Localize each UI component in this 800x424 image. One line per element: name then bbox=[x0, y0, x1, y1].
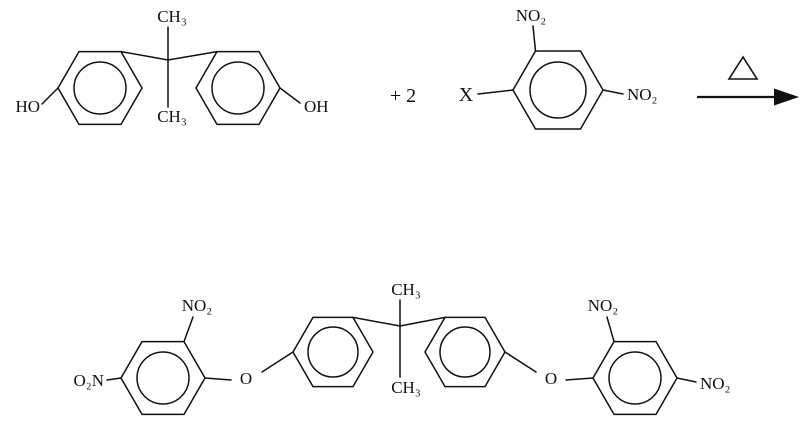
benzene-hexagon bbox=[512, 50, 604, 130]
methyl-label-top: CH₃ bbox=[391, 280, 421, 299]
nitro-label-left-top: NO₂ bbox=[182, 296, 212, 315]
bond bbox=[352, 316, 401, 327]
aromatic-circle bbox=[608, 351, 662, 405]
nitro-label-right-para: NO₂ bbox=[700, 374, 730, 393]
nitro-label-para: NO₂ bbox=[627, 85, 657, 104]
ether-oxygen-left: O bbox=[240, 369, 252, 388]
bond bbox=[676, 377, 697, 383]
bond bbox=[106, 377, 122, 381]
nitro-label-left-para: O₂N bbox=[74, 371, 104, 390]
ether-oxygen-right: O bbox=[545, 369, 557, 388]
bond bbox=[399, 316, 446, 327]
product-structure: NO₂ O₂N O CH₃ CH₃ O bbox=[74, 280, 730, 416]
bond bbox=[477, 89, 514, 95]
bond bbox=[204, 377, 232, 381]
hydroxyl-label-right: OH bbox=[304, 97, 329, 116]
benzene-hexagon bbox=[592, 340, 678, 416]
leaving-group-label: X bbox=[459, 84, 474, 106]
bond bbox=[532, 25, 537, 52]
bond bbox=[602, 89, 624, 95]
methyl-label-bottom: CH₃ bbox=[157, 107, 187, 126]
bond bbox=[565, 377, 594, 381]
bond bbox=[279, 87, 301, 104]
reactant-bisphenol-a: CH₃ CH₃ HO OH bbox=[15, 7, 328, 126]
aromatic-circle bbox=[439, 326, 491, 378]
nitro-label-right-top: NO₂ bbox=[588, 296, 618, 315]
reactant-dinitrobenzene: X NO₂ NO₂ bbox=[459, 6, 657, 130]
delta-heat-icon bbox=[727, 55, 759, 80]
bond bbox=[261, 351, 294, 373]
bond bbox=[504, 351, 537, 373]
aromatic-circle bbox=[307, 326, 359, 378]
stoichiometry-label: + 2 bbox=[390, 85, 416, 107]
aromatic-circle bbox=[136, 351, 190, 405]
bond bbox=[167, 50, 218, 61]
bond bbox=[41, 87, 59, 105]
methyl-label-top: CH₃ bbox=[157, 7, 187, 26]
aromatic-circle bbox=[73, 61, 127, 115]
arrow-head bbox=[774, 88, 799, 106]
benzene-hexagon bbox=[292, 316, 374, 388]
bond bbox=[183, 316, 194, 343]
hydroxyl-label-left: HO bbox=[15, 97, 40, 116]
aromatic-circle bbox=[529, 61, 587, 119]
aromatic-circle bbox=[211, 61, 265, 115]
bond bbox=[120, 50, 169, 61]
nitro-label-ortho: NO₂ bbox=[516, 6, 546, 25]
benzene-hexagon bbox=[424, 316, 506, 388]
methyl-label-bottom: CH₃ bbox=[391, 378, 421, 397]
bond bbox=[606, 316, 615, 343]
reaction-arrow bbox=[697, 55, 799, 106]
benzene-hexagon bbox=[195, 50, 281, 126]
